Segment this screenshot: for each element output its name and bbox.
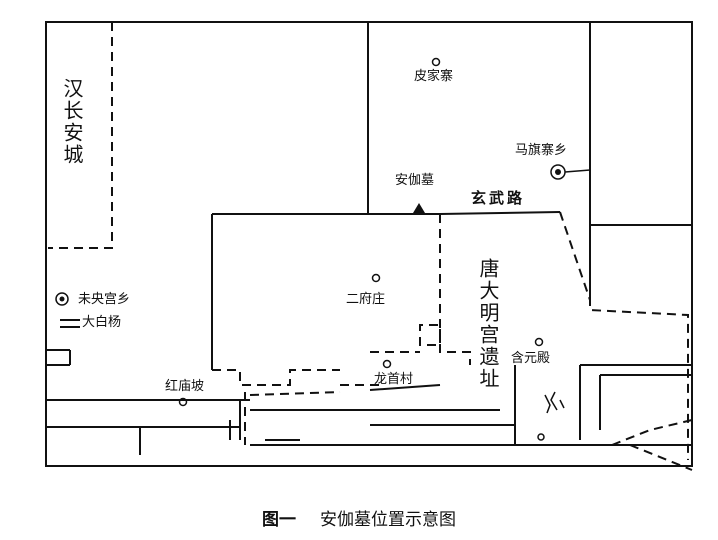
town-marker-maqi-connector <box>564 169 591 173</box>
label-tang-palace: 唐大明宫遗址 <box>476 258 500 390</box>
label-han-city: 汉长安城 <box>60 78 84 166</box>
site-dot-south <box>537 433 545 441</box>
town-marker-weiyang-outer <box>55 292 69 306</box>
label-village-longshou: 龙首村 <box>374 372 414 387</box>
label-village-dabai: 大白杨 <box>82 315 122 330</box>
town-marker-weiyang-inner <box>59 296 65 302</box>
figure-caption: 图一 安伽墓位置示意图 <box>0 505 718 530</box>
label-village-maqi: 马旗寨乡 <box>515 143 568 158</box>
palace-ruin-marks <box>544 391 565 414</box>
label-hanyuan-hall: 含元殿 <box>511 351 551 366</box>
label-village-pijiazhai: 皮家寨 <box>414 69 454 84</box>
town-marker-maqi-inner <box>555 169 561 175</box>
caption-title: 安伽墓位置示意图 <box>320 510 456 530</box>
village-dot-pijiazhai <box>431 57 441 67</box>
site-dot-hanyuan <box>534 337 544 347</box>
village-dot-longshou <box>382 359 392 369</box>
label-village-weiyang: 未央宫乡 <box>78 292 131 307</box>
label-village-erfu: 二府庄 <box>346 292 386 307</box>
label-tomb: 安伽墓 <box>395 173 435 188</box>
dashed-boundaries <box>48 22 693 471</box>
village-dot-erfu <box>371 273 381 283</box>
label-road: 玄武路 <box>471 189 526 207</box>
caption-number: 图一 <box>262 510 296 530</box>
label-village-hongmiao: 红庙坡 <box>165 379 205 394</box>
village-dot-hongmiao <box>178 397 188 407</box>
road-lines <box>46 22 692 455</box>
tomb-marker <box>413 203 425 213</box>
